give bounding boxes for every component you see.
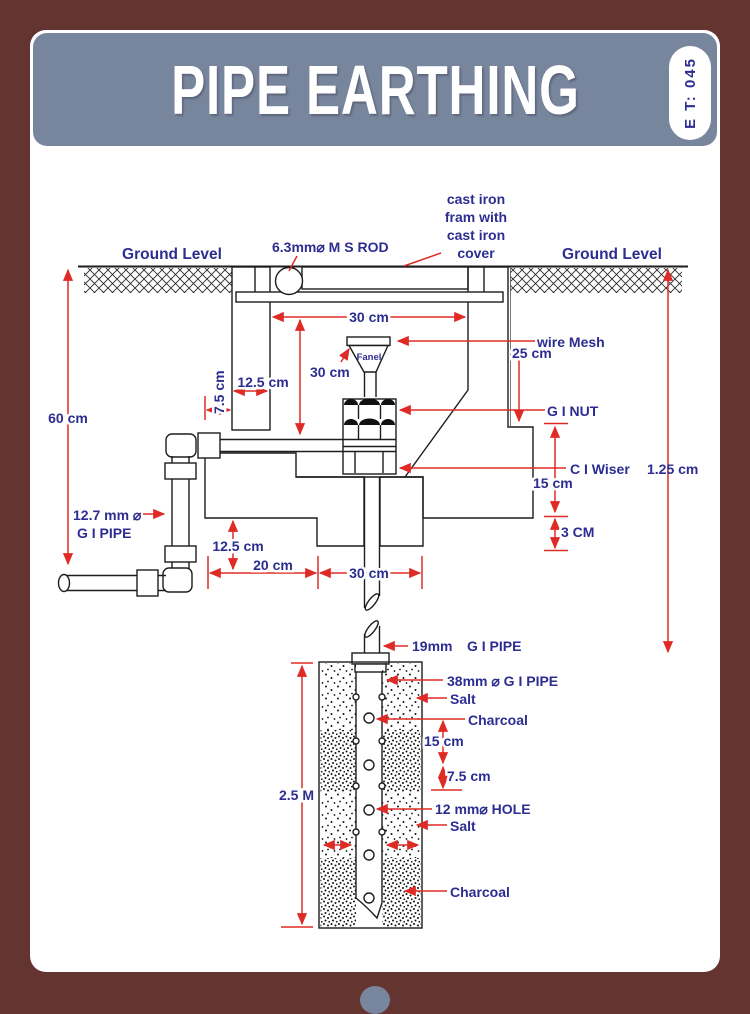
salt-upper-label: Salt [450,691,476,707]
pipe-hole [363,892,375,904]
pipe-12-7-label-b: G I PIPE [77,525,131,541]
pipe-break-cut [364,620,379,638]
pipe-elbow [165,433,197,458]
pipe-notch [352,737,360,745]
dim-12-5cm-wall-label: 12.5 cm [237,374,288,390]
ci-wiser-value: 1.25 cm [647,461,698,477]
dim-25cm-label: 25 cm [512,345,552,361]
cast-iron-label-l1: cast iron [447,191,505,207]
pipe-break-cut [364,593,380,611]
dim-60cm-label: 60 cm [48,410,88,426]
dim-20cm-label: 20 cm [253,557,293,573]
funnel-rim [346,336,391,347]
pipe-hole [363,712,375,724]
pipe-38mm-label: 38mm ⌀ G I PIPE [447,673,558,689]
pipe-hole [363,759,375,771]
leader-ms-rod [288,255,298,272]
ci-wiser-label: C I Wiser [570,461,630,477]
pipe-socket [354,663,387,673]
center-footing [379,476,424,547]
pipe-notch [378,737,386,745]
hole-12mm-label: 12 mm⌀ HOLE [435,801,531,817]
dim-7-5cm-pit-label: 7.5 cm [447,768,491,784]
charcoal-layer [320,730,356,792]
salt-lower-label: Salt [450,818,476,834]
poster-panel [30,30,720,972]
nut-assembly-body [342,398,397,475]
ground-hatch-right [510,268,682,293]
gi-nut-label: G I NUT [547,403,599,419]
ms-rod-label: 6.3mm⌀ M S ROD [272,239,389,255]
dome-nut [344,399,358,405]
pipe-hole [363,849,375,861]
pipe-notch [378,693,386,701]
dim-7-5cm-wall-label: 7.5 cm [211,370,227,414]
pipe-open-end [57,573,71,593]
dim-12-5cm-lower-label: 12.5 cm [212,538,263,554]
charcoal-lower-label: Charcoal [450,884,510,900]
ground-level-left-label: Ground Level [122,246,222,263]
funnel-assembly [296,336,405,478]
pipe-notch [352,828,360,836]
pipe-coupling [136,569,159,597]
dim-3cm-label: 3 CM [561,524,594,540]
gi-pipe-run [57,432,343,597]
pipe-19mm-label: 19mm [412,638,452,654]
ms-rod-section [274,266,304,296]
ground-level-right-label: Ground Level [562,246,662,263]
dim-15cm-chamber-label: 15 cm [533,475,573,491]
pipe-elbow [162,567,193,593]
central-pipe [351,477,390,673]
charcoal-upper-label: Charcoal [468,712,528,728]
right-wall [403,266,534,519]
electrode-pipe-tip [355,897,383,920]
pipe-coupling [164,545,197,563]
pipe-coupling [164,462,197,480]
pipe-notch [352,693,360,701]
labels: Ground Level Ground Level 6.3mm⌀ M S ROD… [46,191,699,900]
charcoal-layer [382,730,421,792]
pipe-notch [352,782,360,790]
funnel-label: Fanel [357,352,382,363]
cast-iron-label-l3: cast iron [447,227,505,243]
pipe-12-7-label: 12.7 mm ⌀ [73,507,142,523]
dim-15cm-pit-label: 15 cm [424,733,464,749]
dim-30cm-funnel-label: 30 cm [310,364,350,380]
cast-iron-label-l2: fram with [445,209,507,225]
page-title: PIPE EARTHING [170,50,580,129]
left-wall [231,266,271,431]
pipe-hole [363,804,375,816]
pit-outline [318,661,423,929]
ground-hatch-left [84,268,232,293]
cast-iron-label-l4: cover [457,245,495,261]
charcoal-layer [382,858,421,927]
header-band: PIPE EARTHING [33,33,717,146]
dome-nut [359,418,380,425]
leader-cast-iron [403,252,442,267]
dim-30cm-chamber-label: 30 cm [349,309,389,325]
salt-layer [320,792,356,858]
charcoal-layer [320,858,356,927]
salt-layer [320,663,356,730]
pipe-coupling [197,432,221,459]
electrode-pit [318,661,423,929]
dome-nut [381,419,395,425]
dim-2-5m-label: 2.5 M [279,787,314,803]
dome-nut [381,399,395,405]
salt-layer [382,663,421,730]
dimensions [62,252,674,928]
dome-nut [359,398,380,405]
dome-nut [344,419,358,425]
pipe-notch [378,782,386,790]
leader-30cm-funnel [338,347,350,363]
left-footing [204,452,365,547]
cast-iron-cover [301,266,469,290]
cast-iron-frame [235,291,504,303]
pipe-notch [378,828,386,836]
wire-mesh-label: wire Mesh [536,334,605,350]
pipe-19mm-label-b: G I PIPE [467,638,521,654]
dim-30cm-bottom-label: 30 cm [349,565,389,581]
salt-layer [382,792,421,858]
sheet-code-pill: E T: 045 [669,46,711,140]
